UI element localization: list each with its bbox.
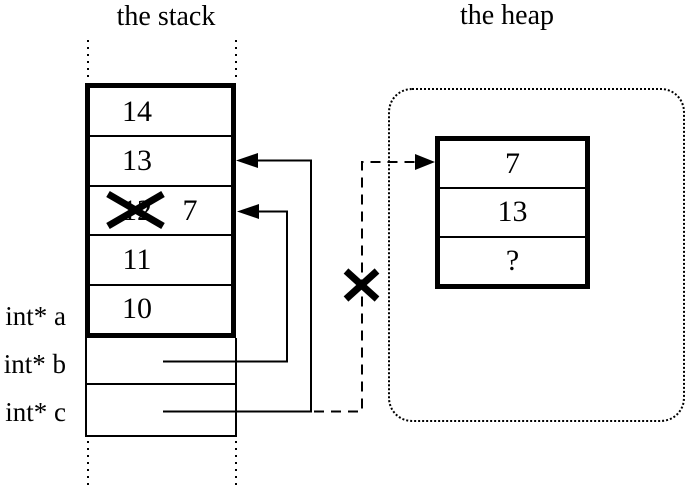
stack-cell-value: 11 bbox=[122, 242, 152, 276]
pointer-c-arrowhead-icon bbox=[236, 153, 258, 168]
heap-cell-13: 13 bbox=[440, 187, 585, 235]
stack-title: the stack bbox=[116, 1, 216, 32]
stack-cell-value: 14 bbox=[122, 94, 152, 128]
pointer-label-c: int* c bbox=[5, 397, 66, 427]
heap-title: the heap bbox=[459, 0, 555, 31]
heap-cell-7: 7 bbox=[505, 147, 520, 181]
stack-cell-pointer-b bbox=[87, 338, 235, 385]
stack-cell-overwritten: 12 7 bbox=[90, 184, 231, 234]
pointer-label-b: int* b bbox=[3, 349, 66, 379]
stack-cell-10: 10 bbox=[90, 283, 231, 333]
stack-cell-11: 11 bbox=[90, 234, 231, 283]
stack-box: 14 13 12 7 11 10 bbox=[85, 83, 236, 338]
heap-cell-unknown: ? bbox=[440, 235, 585, 284]
stack-pointer-cells bbox=[85, 338, 237, 437]
pointer-label-a: int* a bbox=[5, 301, 66, 331]
stack-cell-value: 10 bbox=[122, 292, 152, 326]
heap-box: 7 13 ? bbox=[435, 136, 590, 289]
stack-cell-new-value: 7 bbox=[182, 193, 198, 227]
stack-cell-value: 13 bbox=[122, 144, 152, 178]
pointer-b-arrowhead-icon bbox=[237, 204, 259, 219]
stack-cell-13: 13 bbox=[90, 135, 231, 184]
stack-cell-pointer-c bbox=[87, 385, 235, 435]
x-cross-heap-pointer-icon bbox=[343, 268, 380, 302]
stack-cell-14: 14 bbox=[90, 88, 231, 135]
